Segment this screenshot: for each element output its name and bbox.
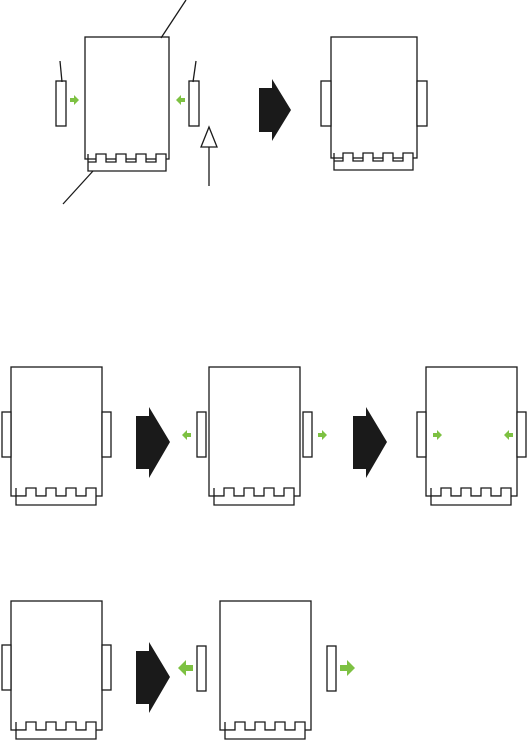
right-side-panel — [517, 412, 526, 457]
arrow-left-icon — [176, 95, 185, 105]
cabinet-body — [11, 367, 102, 496]
arrow-right-icon — [340, 660, 355, 676]
arrow-right-icon — [70, 95, 79, 105]
cabinet-body — [11, 601, 102, 730]
cabinet-body — [331, 37, 417, 158]
left-side-panel — [321, 81, 331, 126]
row2-panel1 — [2, 367, 111, 505]
right-side-panel — [327, 646, 336, 691]
left-side-panel — [197, 412, 206, 457]
callout-line-base — [63, 171, 93, 204]
left-side-panel — [56, 81, 66, 126]
right-side-panel — [102, 412, 111, 457]
right-side-panel — [189, 81, 199, 126]
arrow-right-icon — [318, 430, 327, 440]
callout-line-top — [161, 0, 186, 38]
cabinet-body — [209, 367, 300, 496]
process-arrow-icon — [353, 407, 387, 478]
row1-panel1 — [56, 0, 217, 204]
right-side-panel — [303, 412, 312, 457]
cabinet-body — [426, 367, 517, 496]
arrow-left-icon — [178, 660, 193, 676]
callout-line-left-panel — [60, 61, 62, 82]
process-arrow-icon — [259, 79, 291, 141]
left-side-panel — [197, 646, 206, 691]
left-side-panel — [2, 412, 11, 457]
row3-panel1 — [2, 601, 111, 739]
row2-panel2 — [197, 367, 312, 505]
process-arrow-icon — [136, 642, 170, 713]
row3-panel2 — [197, 601, 336, 739]
left-side-panel — [417, 412, 426, 457]
process-arrow-icon — [136, 407, 170, 478]
cabinet-body — [220, 601, 311, 730]
left-side-panel — [2, 645, 11, 690]
right-side-panel — [417, 81, 427, 126]
arrow-left-icon — [182, 430, 191, 440]
row1-panel2 — [321, 37, 427, 170]
callout-line-right-panel — [193, 61, 196, 82]
push-marker-triangle — [201, 127, 217, 147]
right-side-panel — [102, 645, 111, 690]
cabinet-body — [85, 37, 169, 159]
